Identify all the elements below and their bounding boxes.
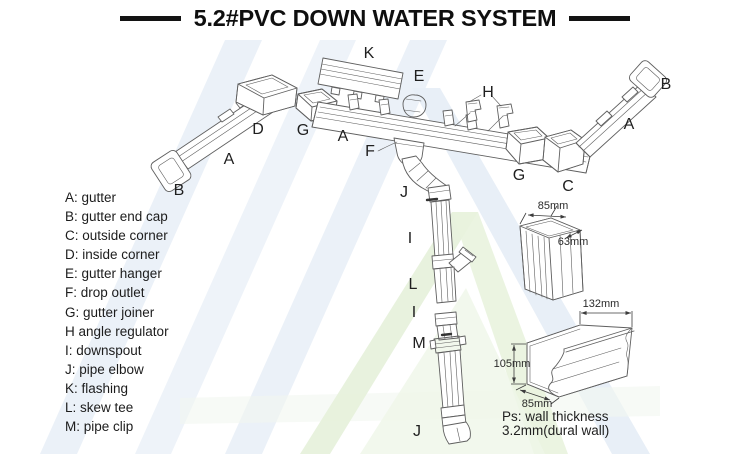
title-rule-right [569,16,631,21]
legend-item-pipe-elbow: J: pipe elbow [65,361,144,377]
page-title: 5.2#PVC DOWN WATER SYSTEM [193,5,557,31]
angle-regulator-h-left [454,99,482,127]
legend-item-skew-tee: L: skew tee [65,400,134,416]
dimension-gutter-height [511,343,526,385]
title-bar: 5.2#PVC DOWN WATER SYSTEM [0,5,750,32]
legend-item-outside-corner: C: outside corner [65,228,168,244]
part-label-c: C [562,178,574,195]
f-leader-line [377,141,398,152]
legend-item-downspout: I: downspout [65,342,142,358]
part-label-m: M [412,335,425,352]
part-label-d: D [252,121,264,138]
dim-label-gutter-bottom-width: 85mm [522,398,553,410]
note-line-1: Ps: wall thickness [502,409,609,424]
debris-blob [402,94,427,118]
parts-legend: A: gutter B: gutter end cap C: outside c… [65,190,169,438]
legend-item-gutter-end-cap: B: gutter end cap [65,209,168,225]
outside-corner-c [542,129,586,173]
dimension-downspout-depth [565,229,583,239]
legend-item-gutter: A: gutter [65,190,117,205]
part-label-g-left: G [297,122,309,139]
part-label-b-left: B [174,182,185,199]
dim-label-gutter-height: 105mm [494,358,531,370]
part-labels: K E H B A D G A F J I L I M J G C A B [174,45,672,440]
part-label-h: H [482,84,494,101]
part-label-g-right: G [513,167,525,184]
skew-tee-l [431,246,477,304]
dim-label-gutter-top-width: 132mm [583,298,620,310]
pipe-elbow-j-bottom [440,404,471,445]
legend-item-pipe-clip: M: pipe clip [65,419,134,435]
part-label-a-center: A [338,128,349,145]
gutter-joiner-g-right [505,126,550,165]
part-label-i-lower: I [412,304,416,321]
legend-item-inside-corner: D: inside corner [65,247,160,263]
legend-item-gutter-joiner: G: gutter joiner [65,304,155,320]
downspout-cross-section [519,217,584,301]
dimension-labels: 85mm 63mm 132mm 105mm 85mm [494,200,620,410]
part-label-e: E [414,68,425,85]
part-label-j-top: J [400,184,408,201]
part-label-j-bottom: J [413,423,421,440]
downspout-i-lower [434,311,459,341]
note-line-2: 3.2mm(dural wall) [502,423,610,438]
legend-item-flashing: K: flashing [65,380,129,396]
end-cap-b-left [150,150,192,192]
dim-label-downspout-depth: 63mm [558,236,589,248]
pipe-clip-m [429,332,467,354]
legend-item-angle-regulator: H angle regulator [65,323,169,339]
part-label-l: L [409,276,418,293]
dimension-gutter-bottom-width [515,384,560,405]
part-label-b-right: B [661,76,672,93]
part-label-f: F [365,143,375,160]
end-cap-b-right [629,60,667,98]
part-label-a-left: A [224,151,235,168]
angle-regulator-h-right [487,103,514,132]
wall-thickness-note: Ps: wall thickness 3.2mm(dural wall) [502,410,609,438]
part-label-k: K [364,45,375,62]
dimension-downspout-width [519,205,567,225]
pipe-elbow-j-top [401,155,452,203]
dimension-gutter-top-width [579,311,633,327]
legend-item-gutter-hanger: E: gutter hanger [65,266,162,282]
part-label-i-upper: I [408,230,412,247]
legend-item-drop-outlet: F: drop outlet [65,285,145,301]
h-leader-lines [468,94,502,107]
inside-corner-d [235,74,298,116]
gutter-profile-drawing [526,324,635,398]
part-label-a-right: A [624,116,635,133]
downspout-i-bottom [437,349,465,410]
right-gutter [575,82,657,158]
dim-label-downspout-width: 85mm [538,200,569,212]
title-rule-left [119,16,181,21]
